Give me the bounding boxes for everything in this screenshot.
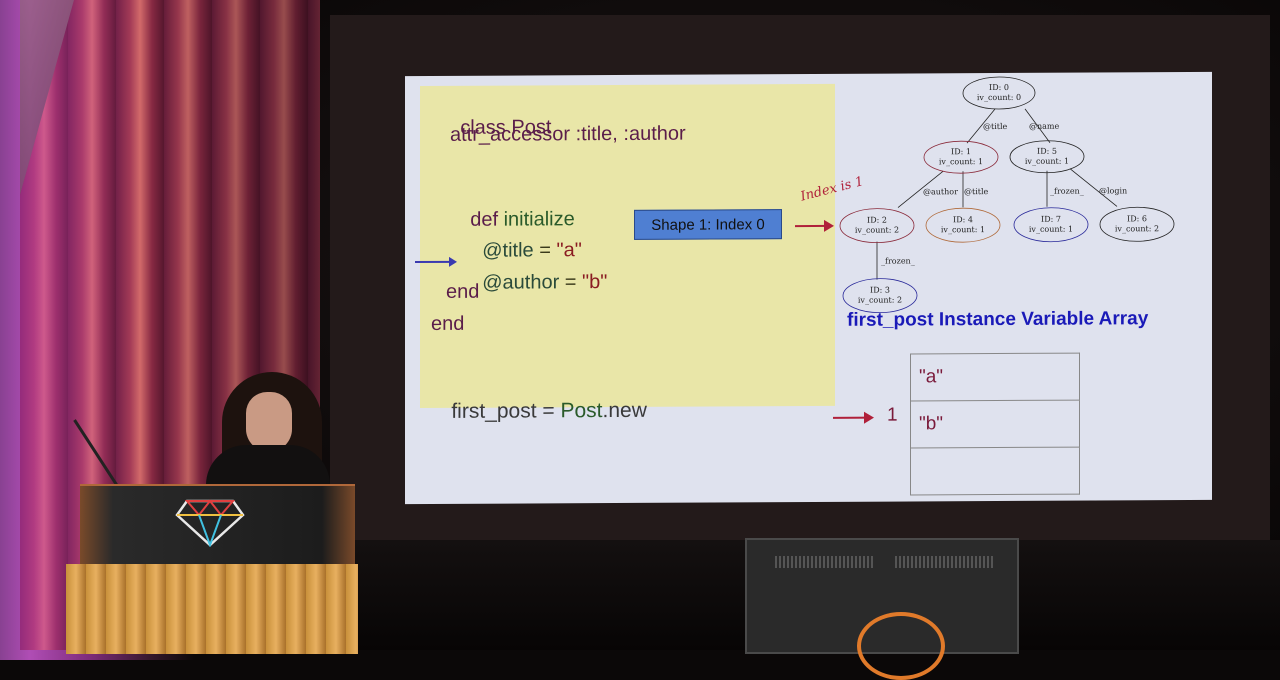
presentation-slide: class Post attr_accessor :title, :author… bbox=[405, 71, 1212, 505]
tree-node: ID: 3 iv_count: 2 bbox=[842, 278, 918, 314]
edge-5-6 bbox=[1069, 168, 1118, 207]
edge-label: @login bbox=[1099, 186, 1127, 195]
edge-0-5 bbox=[1024, 108, 1051, 143]
tree-node: ID: 6 iv_count: 2 bbox=[1099, 206, 1175, 242]
cable-coil bbox=[857, 612, 945, 680]
array-index-arrow bbox=[833, 416, 871, 419]
svg-text:ID: 5: ID: 5 bbox=[1037, 147, 1057, 156]
svg-text:iv_count: 2: iv_count: 2 bbox=[1115, 224, 1159, 233]
svg-text:iv_count: 1: iv_count: 1 bbox=[1025, 157, 1069, 166]
svg-text:iv_count: 1: iv_count: 1 bbox=[1029, 225, 1073, 234]
svg-text:ID: 7: ID: 7 bbox=[1041, 215, 1061, 224]
code-first-post-lhs: first_post = bbox=[451, 399, 561, 423]
code-line-accessor: attr_accessor :title, :author bbox=[450, 122, 686, 146]
monitor-vent bbox=[775, 556, 875, 568]
ivar-array-cell bbox=[910, 447, 1080, 495]
ivar-array-table: "a" "b" bbox=[910, 353, 1080, 496]
svg-text:iv_count: 2: iv_count: 2 bbox=[855, 226, 899, 235]
svg-text:ID: 4: ID: 4 bbox=[953, 215, 973, 224]
svg-text:iv_count: 1: iv_count: 1 bbox=[941, 225, 985, 234]
code-author-ivar: @author bbox=[482, 271, 560, 294]
tree-node: ID: 7 iv_count: 1 bbox=[1013, 207, 1089, 243]
speaker-face bbox=[246, 392, 292, 452]
svg-text:ID: 0: ID: 0 bbox=[989, 83, 1009, 92]
code-line-first-post: first_post = Post.new bbox=[428, 375, 647, 448]
shape-index-box: Shape 1: Index 0 bbox=[634, 209, 782, 240]
code-line-end-outer: end bbox=[431, 312, 465, 335]
svg-text:iv_count: 2: iv_count: 2 bbox=[858, 296, 902, 305]
code-line-author-assign: @author = "b" bbox=[460, 248, 607, 318]
tree-node: ID: 0 iv_count: 0 bbox=[962, 76, 1036, 110]
array-index-label: 1 bbox=[887, 404, 898, 426]
svg-text:iv_count: 0: iv_count: 0 bbox=[977, 93, 1021, 102]
tree-node: ID: 5 iv_count: 1 bbox=[1009, 140, 1085, 174]
svg-text:ID: 3: ID: 3 bbox=[870, 286, 890, 295]
ivar-array-cell: "a" bbox=[910, 353, 1080, 401]
edge-0-1 bbox=[966, 108, 996, 144]
monitor-vent bbox=[895, 556, 995, 568]
code-author-equals: = bbox=[559, 271, 583, 294]
tree-node: ID: 2 iv_count: 2 bbox=[839, 208, 915, 244]
edge-label: @name bbox=[1029, 122, 1060, 131]
edge-label: _frozen_ bbox=[881, 256, 915, 265]
ivar-array-cell: "b" bbox=[910, 400, 1080, 448]
code-author-value: "b" bbox=[582, 271, 608, 294]
ivar-array-title: first_post Instance Variable Array bbox=[847, 308, 1149, 331]
tree-edge-labels: @title @name @author @title _frozen_ @lo… bbox=[881, 122, 1127, 266]
edge-1-2 bbox=[897, 170, 944, 208]
edge-label: @title bbox=[964, 187, 989, 196]
ruby-gem-icon bbox=[175, 499, 245, 547]
code-line-end-inner: end bbox=[446, 280, 480, 303]
podium-skirt bbox=[66, 564, 358, 654]
current-line-arrow bbox=[415, 260, 455, 264]
tree-nodes: ID: 0 iv_count: 0 ID: 1 iv_count: 1 ID: … bbox=[839, 76, 1175, 314]
svg-text:ID: 2: ID: 2 bbox=[867, 216, 887, 225]
svg-text:ID: 6: ID: 6 bbox=[1127, 214, 1147, 223]
shape-tree-diagram: @title @name @author @title _frozen_ @lo… bbox=[839, 76, 1175, 314]
code-first-post-class: Post bbox=[560, 399, 603, 423]
edge-label: @title bbox=[983, 122, 1008, 131]
edge-label: @author bbox=[923, 187, 958, 196]
code-first-post-rhs: .new bbox=[602, 398, 647, 423]
svg-text:iv_count: 1: iv_count: 1 bbox=[939, 157, 983, 166]
tree-node: ID: 4 iv_count: 1 bbox=[925, 207, 1001, 243]
edge-label: _frozen_ bbox=[1050, 187, 1084, 196]
tree-node: ID: 1 iv_count: 1 bbox=[923, 140, 999, 174]
svg-text:ID: 1: ID: 1 bbox=[951, 147, 971, 156]
stage-monitor bbox=[745, 538, 1019, 680]
tree-edges bbox=[876, 108, 1118, 280]
